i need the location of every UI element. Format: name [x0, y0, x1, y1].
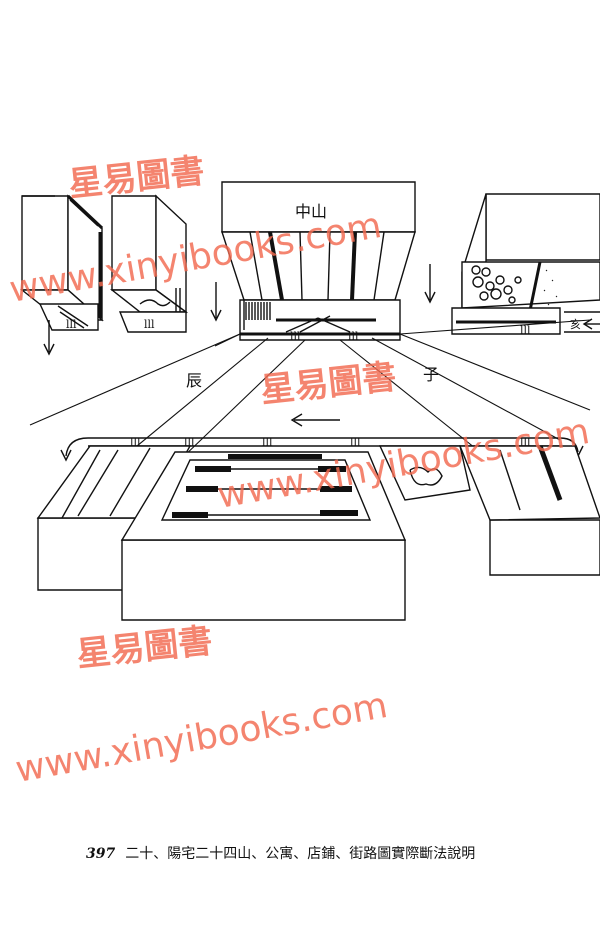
- arrow-left-street: [292, 414, 340, 426]
- svg-text:lll: lll: [66, 318, 77, 331]
- svg-text:lll: lll: [350, 436, 361, 449]
- watermark-3: 星易圖書 www.xinyibooks.com: [12, 621, 390, 791]
- svg-text:lll: lll: [290, 330, 301, 343]
- watermark-text: 星易圖書: [75, 621, 214, 675]
- arrow-down-middle-left: [211, 282, 221, 320]
- watermark-text: 星易圖書: [67, 151, 206, 205]
- arrow-down-middle-right: [425, 264, 435, 302]
- svg-text:lll: lll: [144, 318, 155, 331]
- svg-text:lll: lll: [348, 330, 359, 343]
- label-hai: 亥: [570, 317, 581, 331]
- stripes: [246, 302, 270, 320]
- page-number: 397: [86, 846, 115, 862]
- label-chen: 辰: [186, 371, 202, 390]
- watermark-url: www.xinyibooks.com: [12, 685, 390, 791]
- caption-text: 二十、陽宅二十四山、公寓、店鋪、街路圖實際斷法說明: [125, 846, 475, 862]
- svg-text:lll: lll: [262, 436, 273, 449]
- svg-text:lll: lll: [520, 324, 531, 337]
- label-zi: 子: [423, 365, 439, 384]
- page-caption: 397 二十、陽宅二十四山、公寓、店鋪、街路圖實際斷法說明: [86, 843, 566, 863]
- building-upper-right: lll: [452, 194, 600, 337]
